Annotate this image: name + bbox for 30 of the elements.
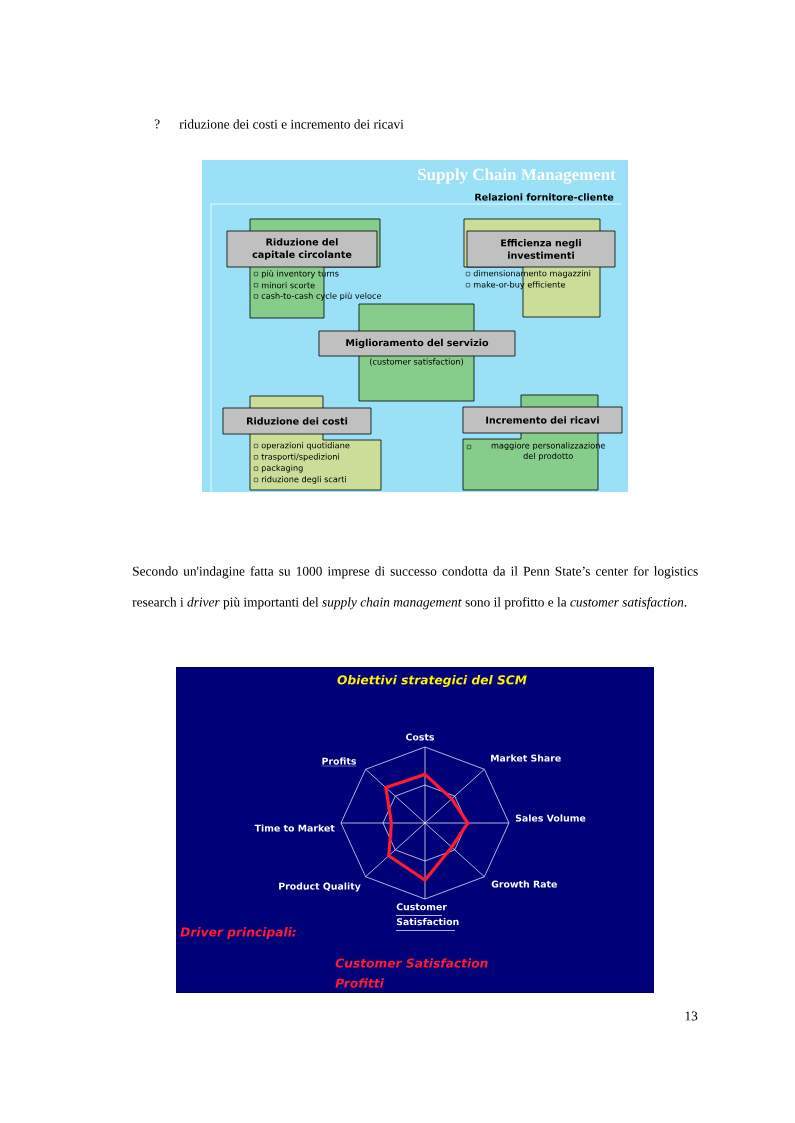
axis-label: Profits <box>321 757 357 767</box>
driver-item: Customer Satisfaction <box>335 958 488 968</box>
bullet-item: packaging <box>253 464 303 473</box>
page-number: 13 <box>685 1011 698 1021</box>
driver-item: Profitti <box>335 978 384 988</box>
axis-label: Product Quality <box>279 882 361 892</box>
axis-label: Customer Satisfaction <box>395 903 459 931</box>
axis-label: Sales Volume <box>515 814 586 822</box>
heading-box: Riduzione dei costi <box>222 407 372 435</box>
card-note: (customer satisfaction) <box>369 358 463 366</box>
slide-subtitle: Relazioni fornitore-cliente <box>475 193 614 201</box>
bullet-mark: ? <box>154 119 160 129</box>
slide-title: Supply Chain Management <box>418 168 616 184</box>
bullet-item: operazioni quotidiane <box>253 442 350 450</box>
bullet-item: trasporti/spedizioni <box>253 453 339 462</box>
axis-label: Market Share <box>491 754 561 762</box>
axis-label: Growth Rate <box>491 880 557 888</box>
bullet-text: riduzione dei costi e incremento dei ricavi <box>179 119 404 129</box>
paragraph: Secondo un'indagine fatta su 1000 imprese di successo condotta da il Penn State’s center for logistics research i driver più importanti del supply chain management sono il profitto e la customer satisfaction. <box>132 566 698 610</box>
slide-title: Obiettivi strategici del SCM <box>337 675 527 687</box>
bullet-item: riduzione degli scarti <box>253 475 346 484</box>
heading-box: Riduzione del capitale circolante <box>226 230 378 268</box>
axis-label: Costs <box>406 733 434 741</box>
axis-label: Time to Market <box>254 824 335 832</box>
heading-box: Miglioramento del servizio <box>318 330 516 357</box>
bullet-item: minori scorte <box>253 282 315 289</box>
bullet-item: maggiore personalizzazione del prodotto <box>466 442 605 461</box>
heading-box: Efficienza negli investimenti <box>466 230 616 268</box>
heading-box: Incremento dei ricavi <box>462 406 623 434</box>
driver-heading: Driver principali: <box>180 927 296 939</box>
